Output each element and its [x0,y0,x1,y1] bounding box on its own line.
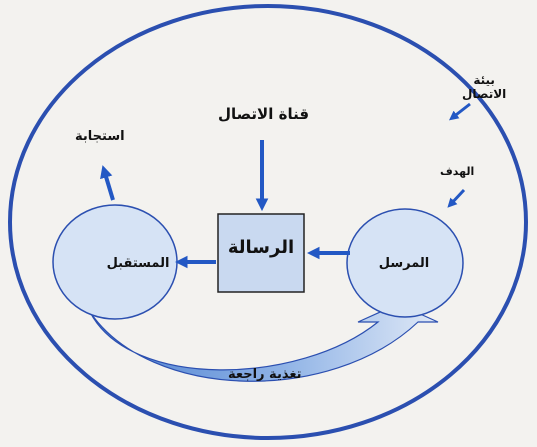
channel-label: قناة الاتصال [218,105,310,123]
message-label: الرسالة [227,237,295,258]
feedback-arrow [89,303,439,382]
response-label: استجابة [75,129,125,144]
message-box [217,213,305,293]
feedback-label: تغذية راجعة [228,367,302,382]
response-arrow [100,165,115,201]
sender-node [346,208,464,318]
receiver-label: المستقبل [106,256,170,271]
environment-arrow [448,102,471,121]
goal-arrow [447,188,466,208]
goal-label: الهدف [440,165,475,178]
sender-label: المرسل [378,256,430,271]
environment-boundary [8,4,528,440]
environment-label: بيئة الاتصال [462,73,507,101]
